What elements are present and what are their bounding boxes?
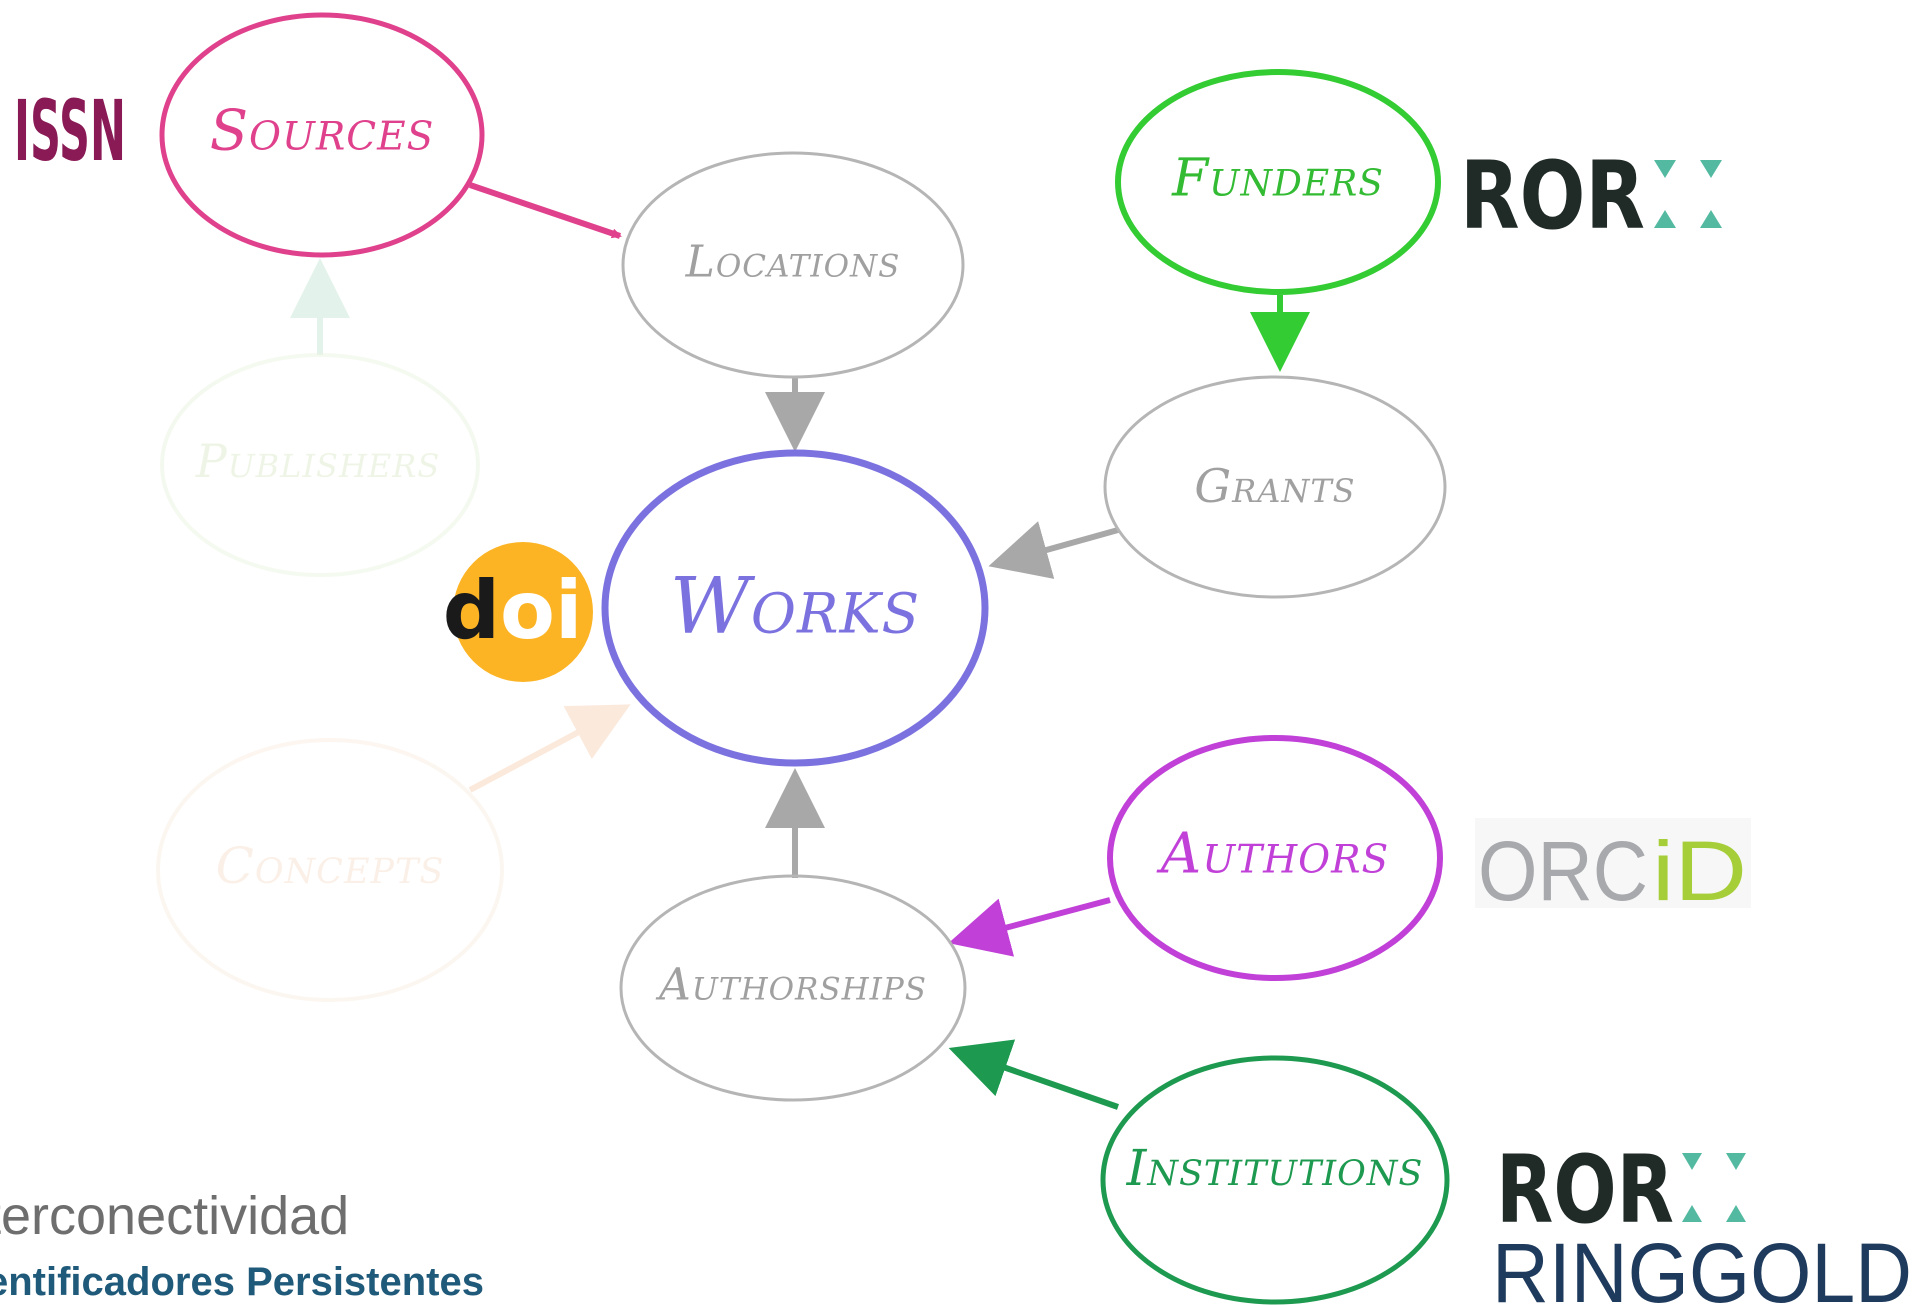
orcid-logo-id: iD — [1652, 824, 1747, 918]
node-authorships: Authorships — [619, 874, 967, 1102]
node-sources-label: Sources — [210, 99, 435, 164]
ringgold-logo: RINGGOLD — [1492, 1226, 1912, 1305]
node-authors-label: Authors — [1156, 822, 1389, 887]
node-grants: Grants — [1103, 375, 1447, 599]
ringgold-logo-text: RINGGOLD — [1492, 1226, 1912, 1305]
node-funders: Funders — [1115, 69, 1441, 295]
ror-logo-bottom-text: ROR — [1496, 1136, 1674, 1245]
ror-logo-top: ROR — [1460, 142, 1722, 251]
node-sources: Sources — [159, 12, 485, 258]
doi-logo-oi: oi — [500, 564, 582, 657]
edge-grants-works — [988, 521, 1119, 579]
edge-sources-locations — [469, 182, 622, 239]
node-concepts: Concepts — [156, 738, 504, 1002]
node-locations-label: Locations — [685, 237, 901, 288]
node-concepts-label: Concepts — [216, 837, 445, 895]
doi-logo: d oi — [443, 542, 593, 682]
node-institutions: Institutions — [1100, 1055, 1450, 1305]
node-funders-label: Funders — [1171, 149, 1384, 209]
node-publishers-label: Publishers — [195, 434, 441, 488]
edges — [290, 182, 1310, 1110]
node-works-label: Works — [670, 562, 920, 652]
orcid-logo: ORC iD — [1475, 818, 1751, 918]
issn-logo: ISSN — [14, 82, 126, 180]
node-authors: Authors — [1107, 735, 1443, 981]
edge-authors-authorships — [948, 897, 1111, 957]
node-grants-label: Grants — [1194, 459, 1355, 513]
issn-logo-text: ISSN — [14, 82, 126, 180]
edge-concepts-works — [468, 704, 631, 793]
caption-line-1: terconectividad — [0, 1186, 350, 1246]
node-institutions-label: Institutions — [1126, 1139, 1424, 1197]
node-publishers: Publishers — [160, 353, 480, 577]
edge-institutions-authorships — [948, 1039, 1119, 1110]
node-authorships-label: Authorships — [655, 960, 927, 1011]
orcid-logo-orc: ORC — [1478, 824, 1648, 918]
ror-logo-bottom: ROR — [1496, 1136, 1746, 1245]
node-locations: Locations — [621, 151, 965, 379]
node-works: Works — [601, 449, 989, 767]
doi-logo-d: d — [443, 564, 500, 657]
ror-logo-top-text: ROR — [1460, 142, 1645, 251]
caption-line-2: entificadores Persistentes — [0, 1260, 484, 1304]
